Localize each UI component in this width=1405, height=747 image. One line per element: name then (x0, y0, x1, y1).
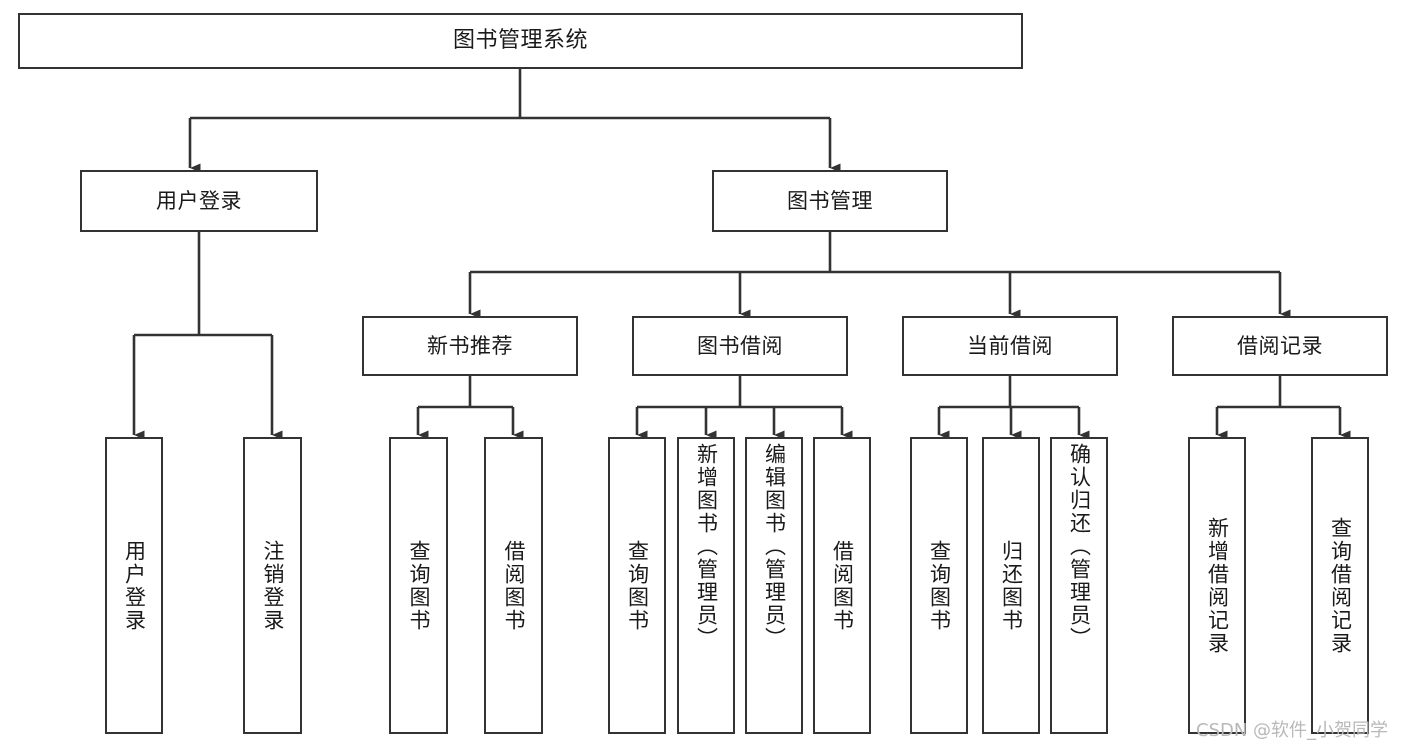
node-leaf-borrow-book-1[interactable]: 借阅图书 (484, 437, 543, 734)
node-leaf-query-book-1-label: 查询图书 (407, 539, 431, 632)
node-leaf-logout-label: 注销登录 (261, 539, 285, 632)
node-leaf-add-record-label: 新增借阅记录 (1205, 516, 1230, 655)
node-new-book-recommend[interactable]: 新书推荐 (362, 316, 578, 376)
node-leaf-query-record[interactable]: 查询借阅记录 (1311, 437, 1369, 734)
node-current-borrow[interactable]: 当前借阅 (902, 316, 1118, 376)
node-leaf-edit-book-label: 编辑图书（管理员） (762, 443, 787, 650)
node-leaf-query-book-2[interactable]: 查询图书 (608, 437, 666, 734)
node-user-login-label: 用户登录 (156, 188, 242, 213)
node-root[interactable]: 图书管理系统 (18, 13, 1023, 69)
node-leaf-logout[interactable]: 注销登录 (243, 437, 302, 734)
node-leaf-query-book-3-label: 查询图书 (927, 539, 952, 632)
node-leaf-confirm-return-label: 确认归还（管理员） (1067, 443, 1092, 650)
node-leaf-user-login[interactable]: 用户登录 (105, 437, 163, 734)
node-leaf-add-book[interactable]: 新增图书（管理员） (677, 437, 735, 734)
node-leaf-return-book-label: 归还图书 (999, 539, 1024, 632)
watermark-text: CSDN @软件_小贺同学 (1196, 720, 1389, 741)
node-leaf-query-book-3[interactable]: 查询图书 (910, 437, 968, 734)
node-new-book-recommend-label: 新书推荐 (427, 333, 513, 358)
node-leaf-query-book-2-label: 查询图书 (625, 539, 650, 632)
node-leaf-query-record-label: 查询借阅记录 (1328, 516, 1353, 655)
node-book-borrow-label: 图书借阅 (697, 333, 783, 358)
node-borrow-record[interactable]: 借阅记录 (1172, 316, 1388, 376)
node-book-borrow[interactable]: 图书借阅 (632, 316, 848, 376)
node-leaf-add-book-label: 新增图书（管理员） (694, 443, 719, 650)
node-leaf-edit-book[interactable]: 编辑图书（管理员） (745, 437, 803, 734)
node-leaf-confirm-return[interactable]: 确认归还（管理员） (1050, 437, 1108, 734)
node-leaf-borrow-book-1-label: 借阅图书 (502, 539, 526, 632)
node-leaf-borrow-book-2[interactable]: 借阅图书 (813, 437, 871, 734)
node-user-login[interactable]: 用户登录 (80, 170, 318, 232)
node-leaf-query-book-1[interactable]: 查询图书 (389, 437, 448, 734)
node-leaf-borrow-book-2-label: 借阅图书 (830, 539, 855, 632)
node-root-label: 图书管理系统 (452, 28, 588, 54)
node-book-manage-label: 图书管理 (787, 188, 873, 213)
node-leaf-add-record[interactable]: 新增借阅记录 (1188, 437, 1246, 734)
node-borrow-record-label: 借阅记录 (1237, 333, 1323, 358)
node-leaf-return-book[interactable]: 归还图书 (982, 437, 1040, 734)
node-book-manage[interactable]: 图书管理 (712, 170, 948, 232)
node-leaf-user-login-label: 用户登录 (122, 539, 147, 632)
node-current-borrow-label: 当前借阅 (967, 333, 1053, 358)
